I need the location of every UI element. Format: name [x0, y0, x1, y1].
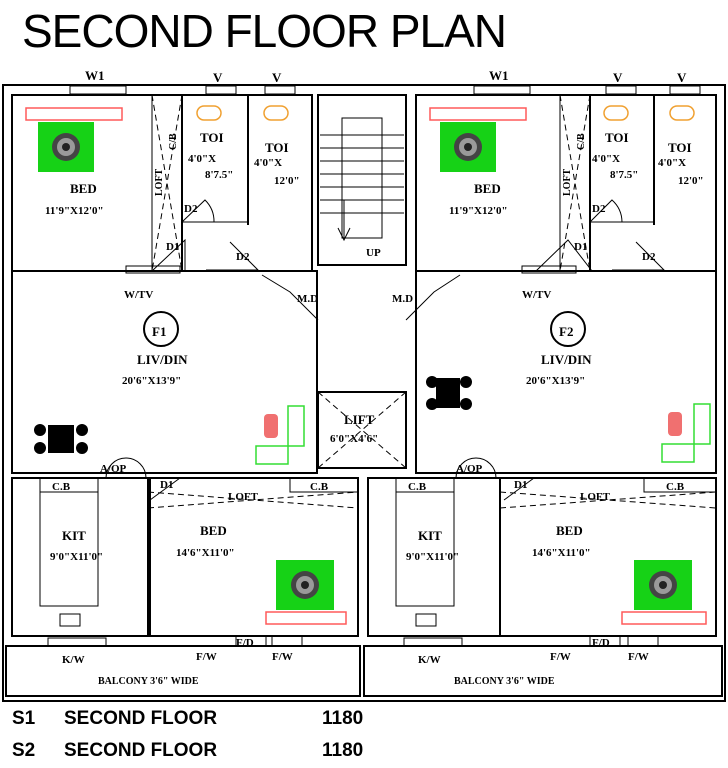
- center-core: [317, 94, 407, 469]
- room-label: 20'6"X13'9": [122, 375, 181, 387]
- room-label: 12'0": [678, 175, 704, 187]
- room-label: C/B: [576, 133, 587, 150]
- room-label: 8'7.5": [610, 169, 638, 181]
- room-label: F/W: [550, 651, 571, 663]
- flat-marker-f2: [550, 311, 586, 347]
- label-kit: KIT: [62, 528, 86, 543]
- room-label: 9'0"X11'0": [50, 551, 103, 563]
- lift: [317, 391, 407, 469]
- label-up: UP: [366, 247, 381, 259]
- room-label: 4'0"X: [658, 157, 686, 169]
- outer-boundary: [2, 84, 726, 702]
- dining-table-icon: [436, 378, 460, 408]
- room-label: LOFT: [562, 168, 573, 196]
- room-label: M.D: [297, 293, 318, 305]
- room-label: V: [677, 70, 687, 85]
- room-label: 11'9"X12'0": [45, 205, 104, 217]
- room-label: 14'6"X11'0": [532, 547, 591, 559]
- room-label: LIV/DIN: [541, 352, 592, 367]
- room-label: 4'0"X: [254, 157, 282, 169]
- room-label: K/W: [418, 654, 441, 666]
- room-label: BED: [556, 523, 583, 538]
- label-v: V: [272, 70, 282, 85]
- toilet-icon: [669, 105, 695, 121]
- room-label: C.B: [310, 481, 329, 493]
- staircase: [317, 94, 407, 266]
- room-label: F/D: [236, 637, 254, 649]
- room-label: C/B: [168, 133, 179, 150]
- room-label: 8'7.5": [205, 169, 233, 181]
- bed-frame: [25, 107, 123, 121]
- room-label: 9'0"X11'0": [406, 551, 459, 563]
- room-label: 12'0": [274, 175, 300, 187]
- toilet-icon: [196, 105, 222, 121]
- room-label: TOI: [265, 140, 289, 155]
- label-balcony: BALCONY 3'6" WIDE: [98, 676, 199, 687]
- balcony-right: [363, 645, 723, 697]
- unit-f2: [363, 85, 723, 697]
- room-label: W1: [489, 68, 509, 83]
- room-label: M.D: [392, 293, 413, 305]
- room-label: LOFT: [228, 491, 259, 503]
- room-label: 6'0"X4'6": [330, 433, 378, 445]
- room-label: D1: [574, 241, 587, 253]
- sofa-chair: [264, 414, 278, 438]
- room-label: F/W: [196, 651, 217, 663]
- room-label: D1: [166, 241, 179, 253]
- room-label: K/W: [62, 654, 85, 666]
- room-label: BALCONY 3'6" WIDE: [454, 676, 555, 687]
- toilet-icon: [263, 105, 289, 121]
- sofa-icon: [255, 405, 305, 465]
- room-label: 14'6"X11'0": [176, 547, 235, 559]
- room-label: A/OP: [100, 463, 127, 475]
- room-label: D1: [160, 479, 173, 491]
- room-label: F2: [559, 324, 573, 339]
- toilet-icon: [603, 105, 629, 121]
- room-label: C.B: [408, 481, 427, 493]
- room-label: A/OP: [456, 463, 483, 475]
- room-label: TOI: [668, 140, 692, 155]
- room-label: 4'0"X: [592, 153, 620, 165]
- room-label: C.B: [666, 481, 685, 493]
- balcony-left: [5, 645, 361, 697]
- room-label: TOI: [605, 130, 629, 145]
- room-label: 20'6"X13'9": [526, 375, 585, 387]
- label-w1: W1: [85, 68, 105, 83]
- room-label: D2: [184, 203, 198, 215]
- room-label: D2: [236, 251, 250, 263]
- page-title: SECOND FLOOR PLAN: [22, 5, 507, 57]
- dining-table-icon: [48, 425, 74, 453]
- room-label: 11'9"X12'0": [449, 205, 508, 217]
- label-livdin: LIV/DIN: [137, 352, 188, 367]
- room-label: F1: [152, 324, 166, 339]
- room-label: D2: [642, 251, 656, 263]
- room-label: LOFT: [580, 491, 611, 503]
- window-w1: [69, 85, 127, 95]
- room-label: D1: [514, 479, 527, 491]
- room-label: 4'0"X: [188, 153, 216, 165]
- living-right: [415, 270, 717, 474]
- room-label: BED: [200, 523, 227, 538]
- room-label: BED: [474, 181, 501, 196]
- room-label: F/W: [272, 651, 293, 663]
- label-lift: LIFT: [344, 412, 375, 427]
- room-label: C.B: [52, 481, 71, 493]
- room-label: F/W: [628, 651, 649, 663]
- stair-arrow-icon: [337, 227, 351, 242]
- label-bed: BED: [70, 181, 97, 196]
- room-label: F/D: [592, 637, 610, 649]
- label-v: V: [213, 70, 223, 85]
- room-label: W/TV: [522, 289, 551, 301]
- label-wtv: W/TV: [124, 289, 153, 301]
- room-label: D2: [592, 203, 606, 215]
- room-label: LOFT: [154, 168, 165, 196]
- living-left: [11, 270, 318, 474]
- room-label: V: [613, 70, 623, 85]
- room-label: KIT: [418, 528, 442, 543]
- flat-marker-f1: [143, 311, 179, 347]
- unit-f1: [5, 85, 361, 697]
- label-toi: TOI: [200, 130, 224, 145]
